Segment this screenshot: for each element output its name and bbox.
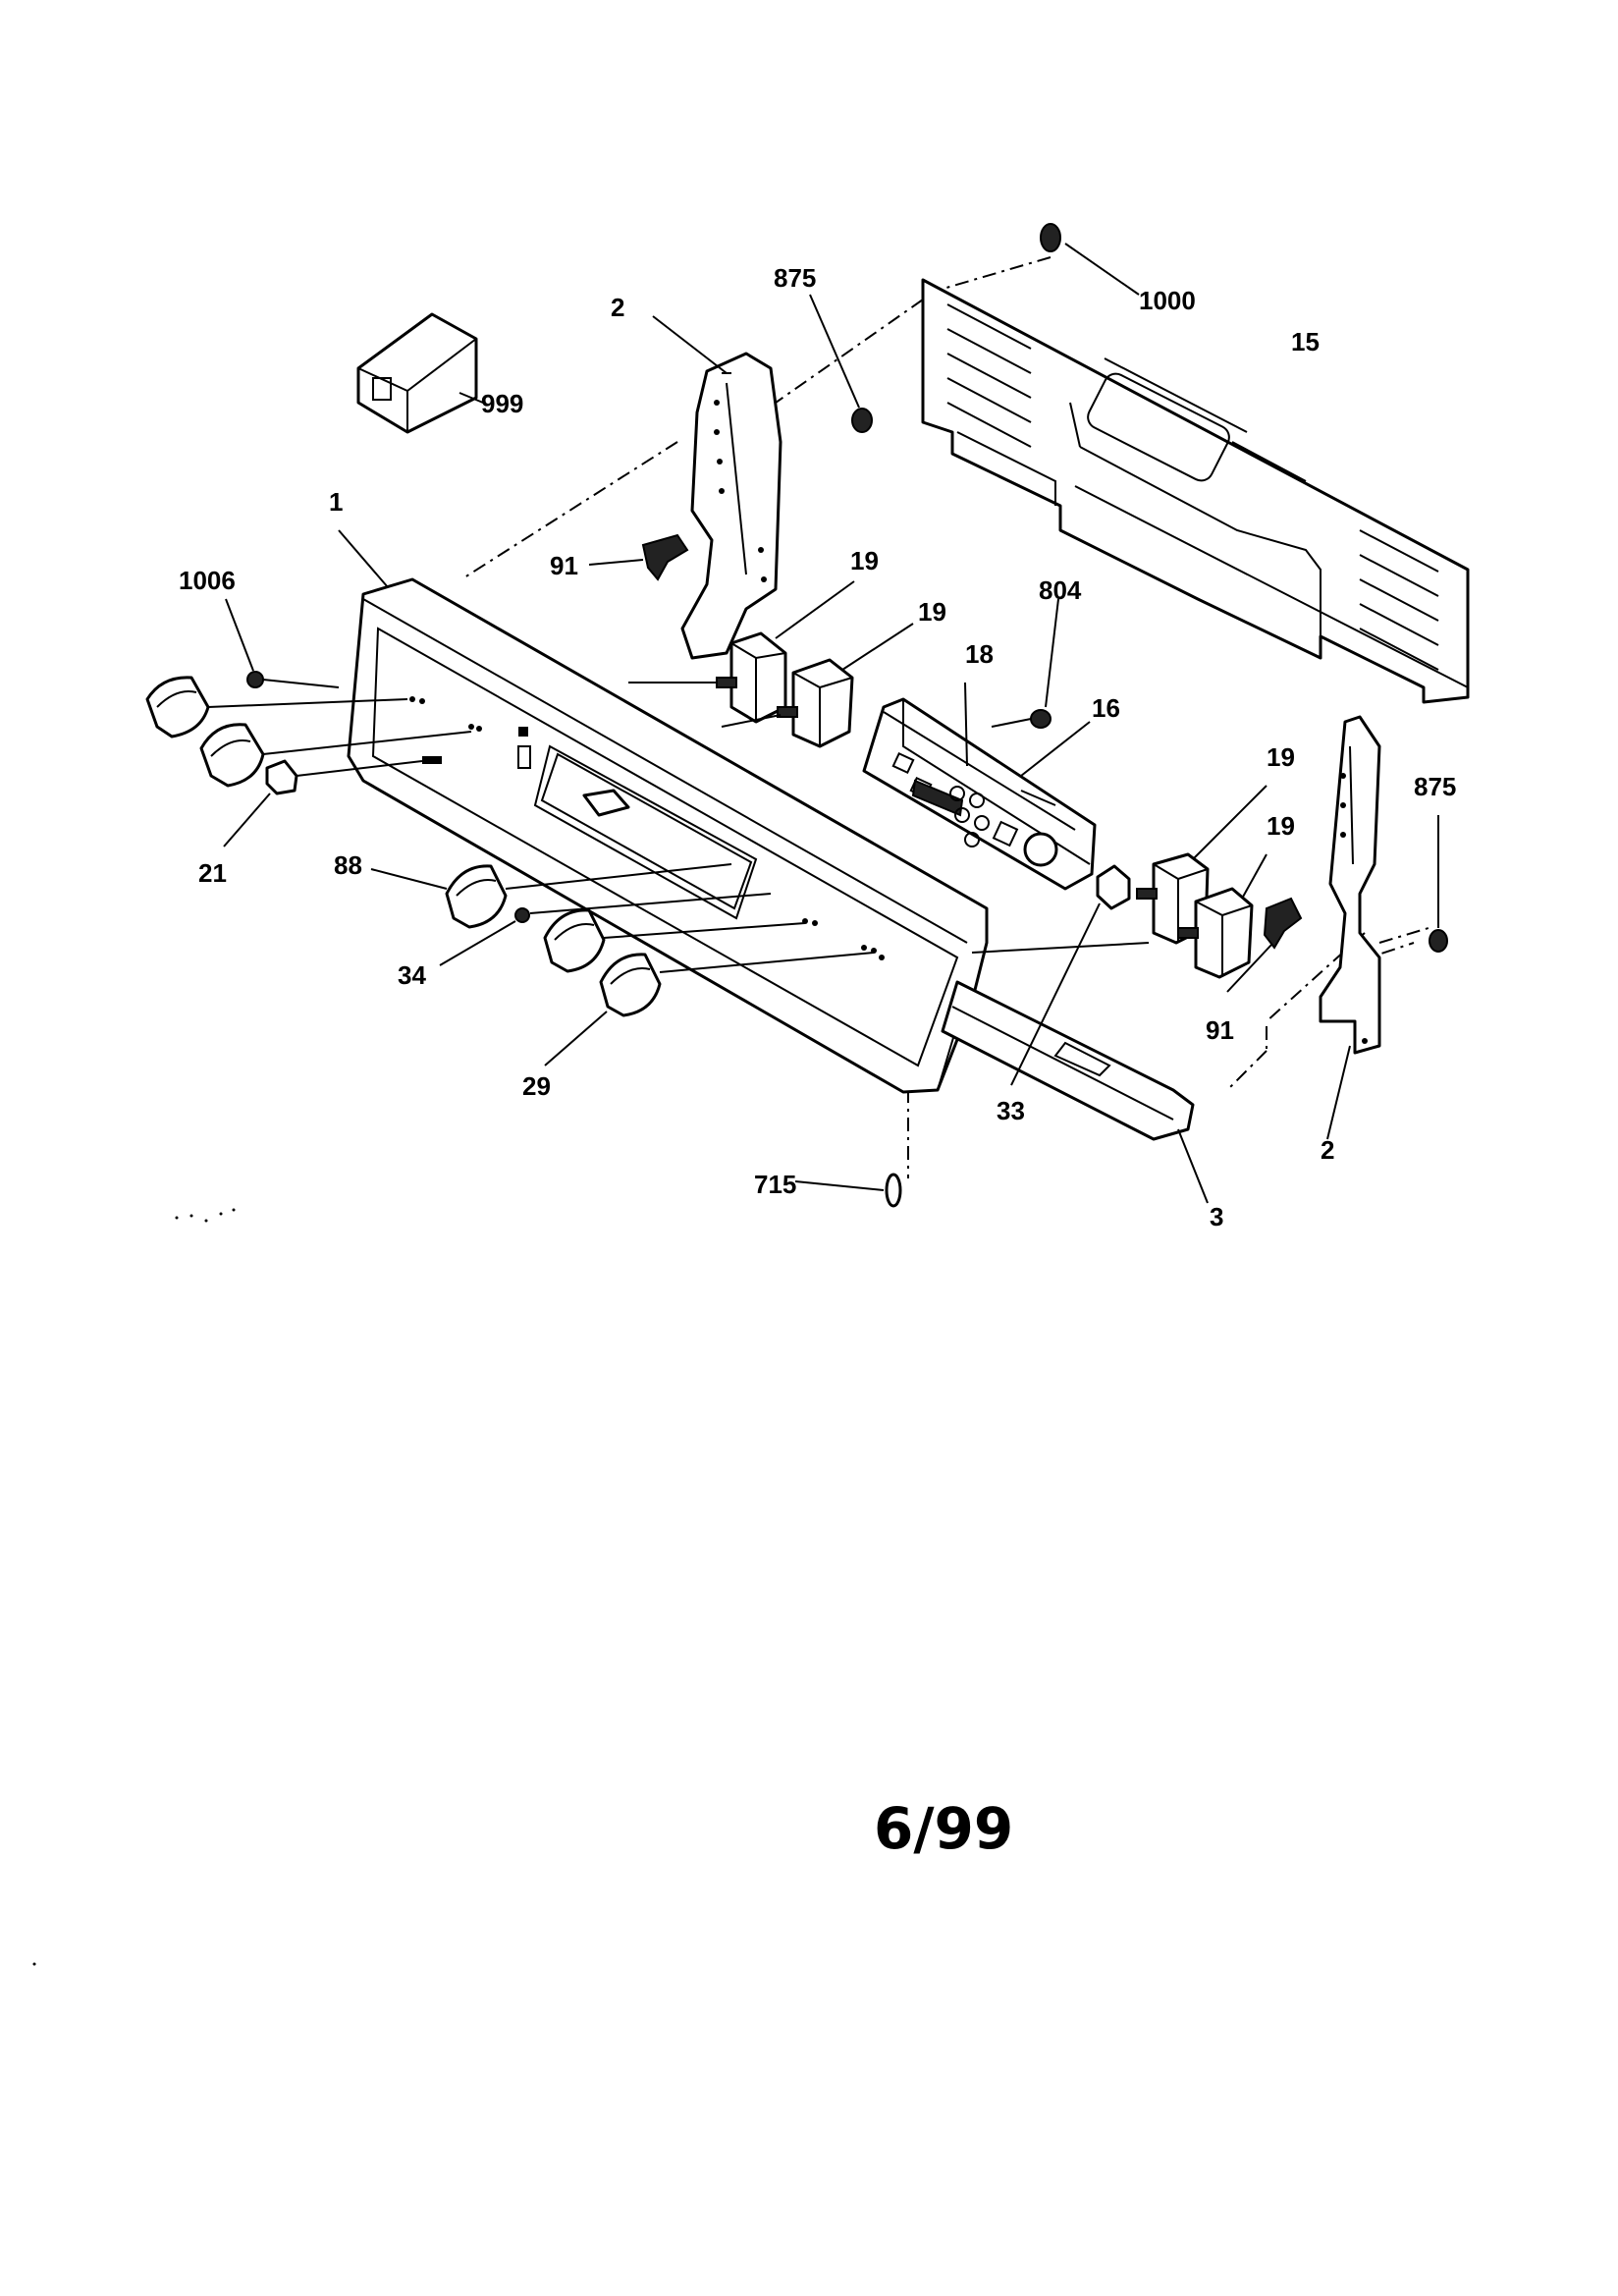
callout-16: 16 <box>1092 693 1120 723</box>
callout-33: 33 <box>997 1096 1025 1125</box>
screw-715 <box>794 1173 902 1208</box>
switch-knob-21 <box>223 759 423 847</box>
connector-33 <box>1010 864 1131 1086</box>
callout-19-c: 19 <box>1267 742 1295 772</box>
switch-19-b <box>721 623 914 748</box>
control-panel-1 <box>338 529 989 1094</box>
screw-875-top <box>809 294 873 433</box>
rear-panel-15 <box>921 278 1470 704</box>
switch-19-d <box>971 853 1267 979</box>
callout-999: 999 <box>481 389 523 418</box>
panel-markings <box>409 696 885 960</box>
callout-19-d: 19 <box>1267 811 1295 841</box>
callout-34: 34 <box>398 960 426 990</box>
knob-29-lower <box>544 952 875 1066</box>
callout-labels: 2 875 1000 15 999 1 91 1006 19 804 19 18… <box>179 263 1456 1231</box>
side-bracket-right-2 <box>1319 715 1381 1140</box>
callout-18: 18 <box>965 639 994 669</box>
callout-15: 15 <box>1291 327 1320 356</box>
callout-19-b: 19 <box>918 597 946 627</box>
screw-1000 <box>1040 223 1140 296</box>
revision-date: 6/99 <box>874 1795 1013 1862</box>
scan-specks <box>32 1208 236 1966</box>
callout-21: 21 <box>198 858 227 888</box>
callout-91-left: 91 <box>550 551 578 580</box>
knob-88 <box>370 863 732 929</box>
callout-1: 1 <box>329 487 343 517</box>
side-bracket-left-2 <box>652 315 782 660</box>
callout-19-a: 19 <box>850 546 879 575</box>
switch-19-c <box>1136 785 1267 945</box>
callout-2-left: 2 <box>611 293 624 322</box>
callout-715: 715 <box>754 1170 796 1199</box>
electronic-control-16 <box>862 682 1097 891</box>
callout-1000: 1000 <box>1139 286 1196 315</box>
screw-1006 <box>225 598 340 688</box>
vent-slots-right <box>1359 529 1439 671</box>
switch-19-a <box>628 580 855 724</box>
callout-29: 29 <box>522 1071 551 1101</box>
knob-upper-left <box>145 676 408 738</box>
callout-1006: 1006 <box>179 566 236 595</box>
clip-91-right <box>1226 897 1303 993</box>
clip-91-left <box>588 533 689 581</box>
callout-91-right: 91 <box>1206 1015 1234 1045</box>
knob-lower-left <box>199 723 472 788</box>
screw-875-right <box>1429 815 1448 953</box>
parts-box-999 <box>356 312 484 434</box>
callout-804: 804 <box>1039 575 1082 605</box>
spacer-34 <box>439 893 772 966</box>
callout-3: 3 <box>1210 1202 1223 1231</box>
trim-bar-3 <box>941 980 1209 1204</box>
screw-804 <box>991 598 1059 729</box>
callout-88: 88 <box>334 850 362 880</box>
knob-29-upper <box>543 908 806 973</box>
callout-875-right: 875 <box>1414 772 1456 801</box>
callout-875-top: 875 <box>774 263 816 293</box>
vent-slots-left <box>946 303 1032 448</box>
callout-2-right: 2 <box>1321 1135 1334 1165</box>
